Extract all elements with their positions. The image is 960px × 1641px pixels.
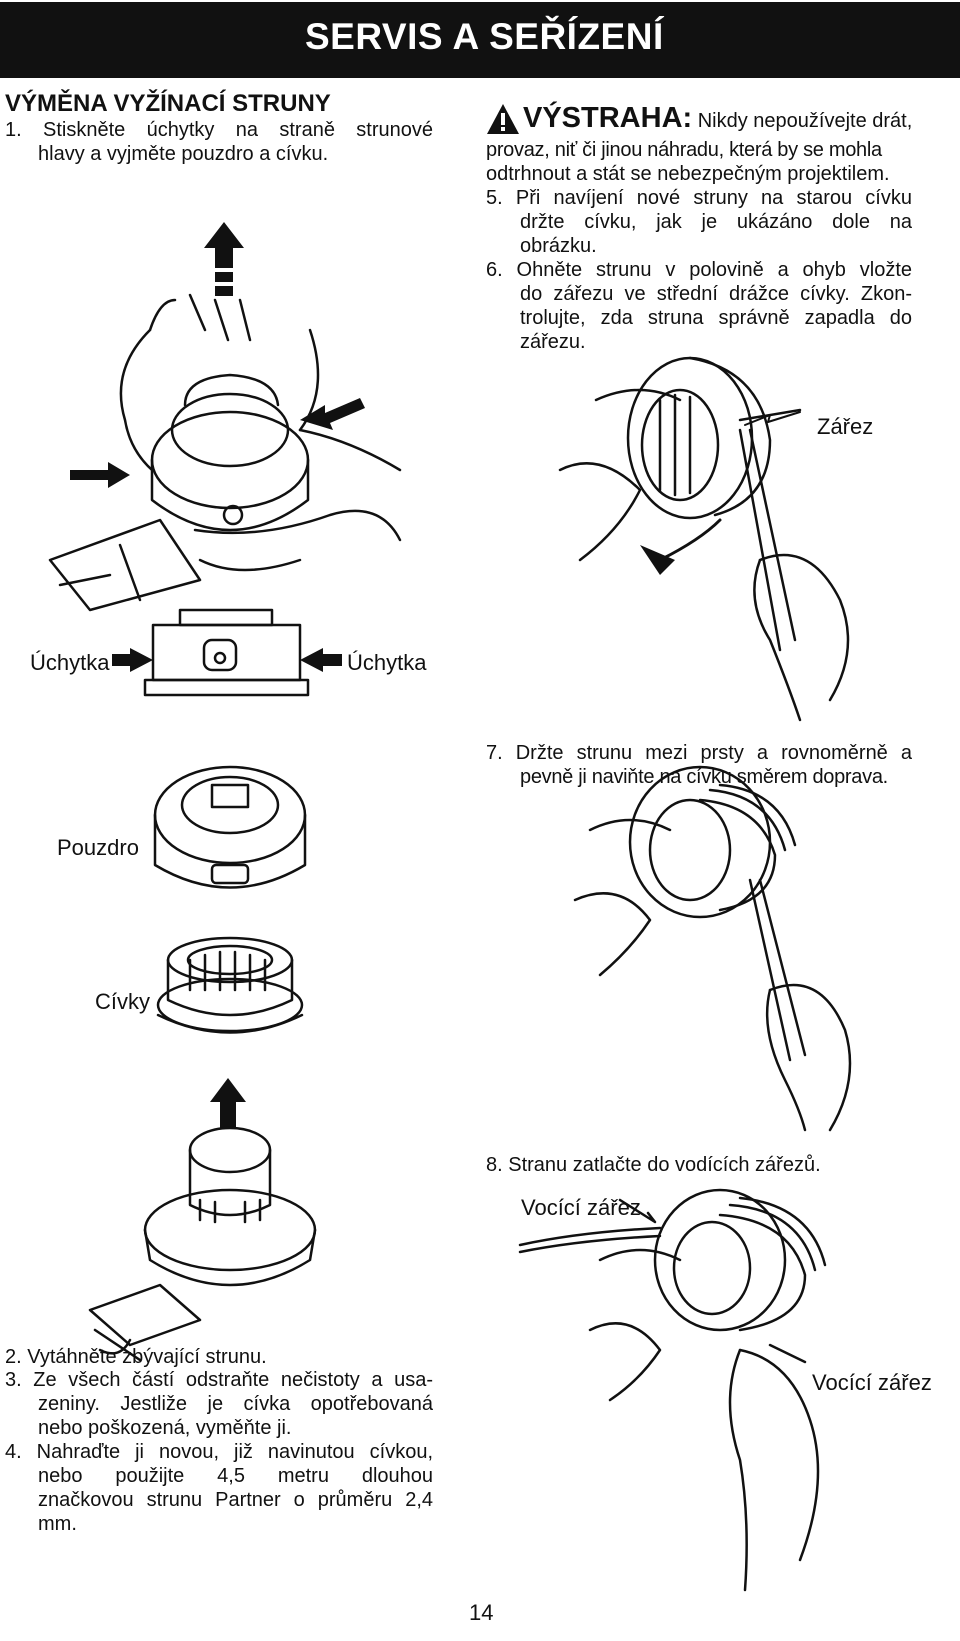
step-6-line-1: 6. Ohněte strunu v polovině a ohyb vložt… xyxy=(486,259,912,281)
warning-label: VÝSTRAHA: xyxy=(523,102,693,134)
warning-line-3: odtrhnout a stát se nebezpečným projekti… xyxy=(486,163,890,185)
figure-winding xyxy=(573,765,852,1132)
label-pouzdro: Pouzdro xyxy=(57,835,139,860)
step-6-line-2: do zářezu ve střední drážce cívky. Zkon- xyxy=(520,283,912,305)
label-uchytka-right: Úchytka xyxy=(347,650,427,675)
step-4-line-1: 4. Nahraďte ji novou, již navinutou cívk… xyxy=(5,1441,433,1463)
step-3-line-1: 3. Ze všech částí odstraňte nečistoty a … xyxy=(5,1369,433,1391)
section-title: VÝMĚNA VYŽÍNACÍ STRUNY xyxy=(5,90,331,117)
warning-line-2: provaz, niť či jinou náhradu, která by s… xyxy=(486,139,882,161)
page-number: 14 xyxy=(469,1600,494,1625)
step-4-line-3: značkovou strunu Partner o průměru 2,4 xyxy=(38,1489,433,1511)
figure-housing xyxy=(153,765,307,889)
label-uchytka-left: Úchytka xyxy=(30,650,110,675)
page-title: SERVIS A SEŘÍZENÍ xyxy=(305,16,664,57)
figure-notch xyxy=(558,356,850,722)
warning-text-1: Nikdy nepoužívejte drát, xyxy=(697,110,913,132)
step-4-line-2: nebo použijte 4,5 metru dlouhou xyxy=(38,1465,433,1487)
step-5-line-2: držte cívku, jak je ukázáno dole na xyxy=(520,211,912,233)
step-6-line-4: zářezu. xyxy=(520,331,586,353)
step-7-line-1: 7. Držte strunu mezi prsty a rovnoměrně … xyxy=(486,742,912,764)
step-6-line-3: trolujte, zda struna správně zapadla do xyxy=(520,307,912,329)
warning-line-1: VÝSTRAHA: Nikdy nepoužívejte drát, xyxy=(523,104,913,134)
label-vocici-zarez-bottom: Vocící zářez xyxy=(812,1370,932,1395)
step-8: 8. Stranu zatlačte do vodících zářezů. xyxy=(486,1154,821,1176)
step-5-line-3: obrázku. xyxy=(520,235,597,257)
step-7-line-2: pevně ji naviňte na cívku směrem doprava… xyxy=(520,766,888,788)
figure-guide-notches xyxy=(518,1188,827,1592)
figure-press-latches xyxy=(48,222,402,612)
step-4-line-4: mm. xyxy=(38,1513,77,1535)
figure-spool xyxy=(156,936,304,1034)
figure-head xyxy=(88,1078,317,1362)
step-1-line-2: hlavy a vyjměte pouzdro a cívku. xyxy=(38,143,329,165)
step-3-line-2: zeniny. Jestliže je cívka opotřebovaná xyxy=(38,1393,433,1415)
step-5-line-1: 5. Při navíjení nové struny na starou cí… xyxy=(486,187,912,209)
label-zarez: Zářez xyxy=(817,414,874,439)
label-civky: Cívky xyxy=(95,989,150,1014)
step-1-line-1: 1. Stiskněte úchytky na straně strunové xyxy=(5,119,433,141)
step-3-line-3: nebo poškozená, vyměňte ji. xyxy=(38,1417,292,1439)
figure-latches xyxy=(112,608,342,697)
header-bar: SERVIS A SEŘÍZENÍ xyxy=(0,2,960,78)
warning-icon xyxy=(486,103,520,135)
